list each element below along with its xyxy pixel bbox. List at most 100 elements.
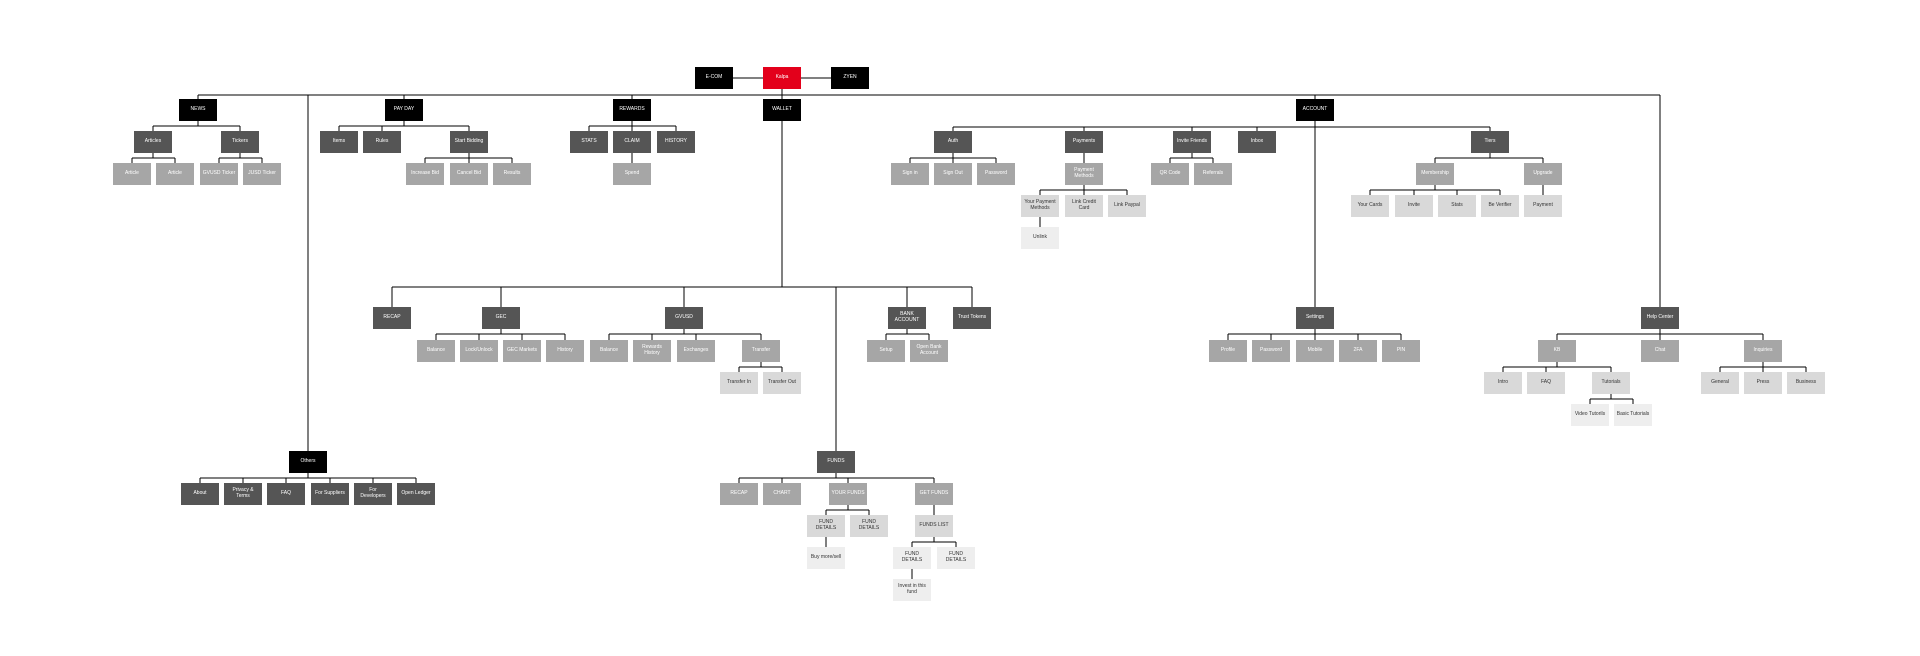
node-qrcode: QR Code	[1151, 163, 1189, 185]
node-spend: Spend	[613, 163, 651, 185]
node-upgrade: Upgrade	[1524, 163, 1562, 185]
node-getfunds: GET FUNDS	[915, 483, 953, 505]
node-chart: CHART	[763, 483, 801, 505]
node-articles: Articles	[134, 131, 172, 153]
node-inquiries: Inquiries	[1744, 340, 1782, 362]
node-fundslist: FUNDS LIST	[915, 515, 953, 537]
node-faq2: FAQ	[1527, 372, 1565, 394]
node-results: Results	[493, 163, 531, 185]
node-inbox: Inbox	[1238, 131, 1276, 153]
node-tickers: Tickers	[221, 131, 259, 153]
node-article1: Article	[113, 163, 151, 185]
node-paymethods: Payment Methods	[1065, 163, 1103, 185]
node-invest: Invest in this fund	[893, 579, 931, 601]
node-membership: Membership	[1416, 163, 1454, 185]
node-linkcc: Link Credit Card	[1065, 195, 1103, 217]
node-increase: Increase Bid	[406, 163, 444, 185]
node-items: Items	[320, 131, 358, 153]
node-profile: Profile	[1209, 340, 1247, 362]
node-password1: Password	[977, 163, 1015, 185]
node-mobile: Mobile	[1296, 340, 1334, 362]
node-balance1: Balance	[417, 340, 455, 362]
node-setup: Setup	[867, 340, 905, 362]
node-balance2: Balance	[590, 340, 628, 362]
node-recap2: RECAP	[720, 483, 758, 505]
node-referrals: Referrals	[1194, 163, 1232, 185]
node-press: Press	[1744, 372, 1782, 394]
node-faq1: FAQ	[267, 483, 305, 505]
node-rewhistory: Rewards History	[633, 340, 671, 362]
node-funddet4: FUND DETAILS	[937, 547, 975, 569]
node-stats: STATS	[570, 131, 608, 153]
node-password2: Password	[1252, 340, 1290, 362]
node-yourfunds: YOUR FUNDS	[829, 483, 867, 505]
node-invite2: Invite	[1395, 195, 1433, 217]
node-jusd: JUSD Ticker	[243, 163, 281, 185]
node-history: HISTORY	[657, 131, 695, 153]
node-history2: History	[546, 340, 584, 362]
node-zyen: ZYEN	[831, 67, 869, 89]
node-chat: Chat	[1641, 340, 1679, 362]
node-funds: FUNDS	[817, 451, 855, 473]
node-helpcenter: Help Center	[1641, 307, 1679, 329]
node-settings: Settings	[1296, 307, 1334, 329]
node-openledger: Open Ledger	[397, 483, 435, 505]
node-cancelbid: Cancel Bid	[450, 163, 488, 185]
node-transferout: Transfer Out	[763, 372, 801, 394]
node-business: Business	[1787, 372, 1825, 394]
node-stats2: Stats	[1438, 195, 1476, 217]
node-yourcards: Your Cards	[1351, 195, 1389, 217]
node-linkpaypal: Link Paypal	[1108, 195, 1146, 217]
node-claim: CLAIM	[613, 131, 651, 153]
node-suppliers: For Suppliers	[311, 483, 349, 505]
node-bankacct: BANK ACCOUNT	[888, 307, 926, 329]
node-signin: Sign in	[891, 163, 929, 185]
node-funddet2: FUND DETAILS	[850, 515, 888, 537]
node-developers: For Developers	[354, 483, 392, 505]
node-unlink: Unlink	[1021, 227, 1059, 249]
node-pin: PIN	[1382, 340, 1420, 362]
node-startbid: Start Bidding	[450, 131, 488, 153]
node-intro: Intro	[1484, 372, 1522, 394]
node-gecmarkets: GEC Markets	[503, 340, 541, 362]
node-openbank: Open Bank Account	[910, 340, 948, 362]
node-trusttokens: Trust Tokens	[953, 307, 991, 329]
node-exchanges: Exchanges	[677, 340, 715, 362]
node-about: About	[181, 483, 219, 505]
node-gvusd2: GVUSD	[665, 307, 703, 329]
node-kb: KB	[1538, 340, 1576, 362]
node-gvusd: GVUSD Ticker	[200, 163, 238, 185]
node-transferin: Transfer In	[720, 372, 758, 394]
node-funddet3: FUND DETAILS	[893, 547, 931, 569]
node-basictut: Basic Tutorials	[1614, 404, 1652, 426]
node-payments: Payments	[1065, 131, 1103, 153]
node-ecom: E-COM	[695, 67, 733, 89]
node-wallet: WALLET	[763, 99, 801, 121]
node-news: NEWS	[179, 99, 217, 121]
node-invite: Invite Friends	[1173, 131, 1211, 153]
node-tiers: Tiers	[1471, 131, 1509, 153]
node-transfer: Transfer	[742, 340, 780, 362]
node-payday: PAY DAY	[385, 99, 423, 121]
node-others: Others	[289, 451, 327, 473]
node-privacy: Privacy & Terms	[224, 483, 262, 505]
node-kalpa: Kalpa	[763, 67, 801, 89]
node-buyresell: Buy more/sell	[807, 547, 845, 569]
node-payment2: Payment	[1524, 195, 1562, 217]
node-lockunlock: Lock/Unlock	[460, 340, 498, 362]
node-yourpay: Your Payment Methods	[1021, 195, 1059, 217]
node-tutorials: Tutorials	[1592, 372, 1630, 394]
node-general: General	[1701, 372, 1739, 394]
node-rewards: REWARDS	[613, 99, 651, 121]
node-recap: RECAP	[373, 307, 411, 329]
node-rules: Rules	[363, 131, 401, 153]
node-account: ACCOUNT	[1296, 99, 1334, 121]
node-signout: Sign Out	[934, 163, 972, 185]
node-beverifier: Be Verifier	[1481, 195, 1519, 217]
node-twofa: 2FA	[1339, 340, 1377, 362]
node-videotut: Video Tutorils	[1571, 404, 1609, 426]
node-funddet1: FUND DETAILS	[807, 515, 845, 537]
node-article2: Article	[156, 163, 194, 185]
